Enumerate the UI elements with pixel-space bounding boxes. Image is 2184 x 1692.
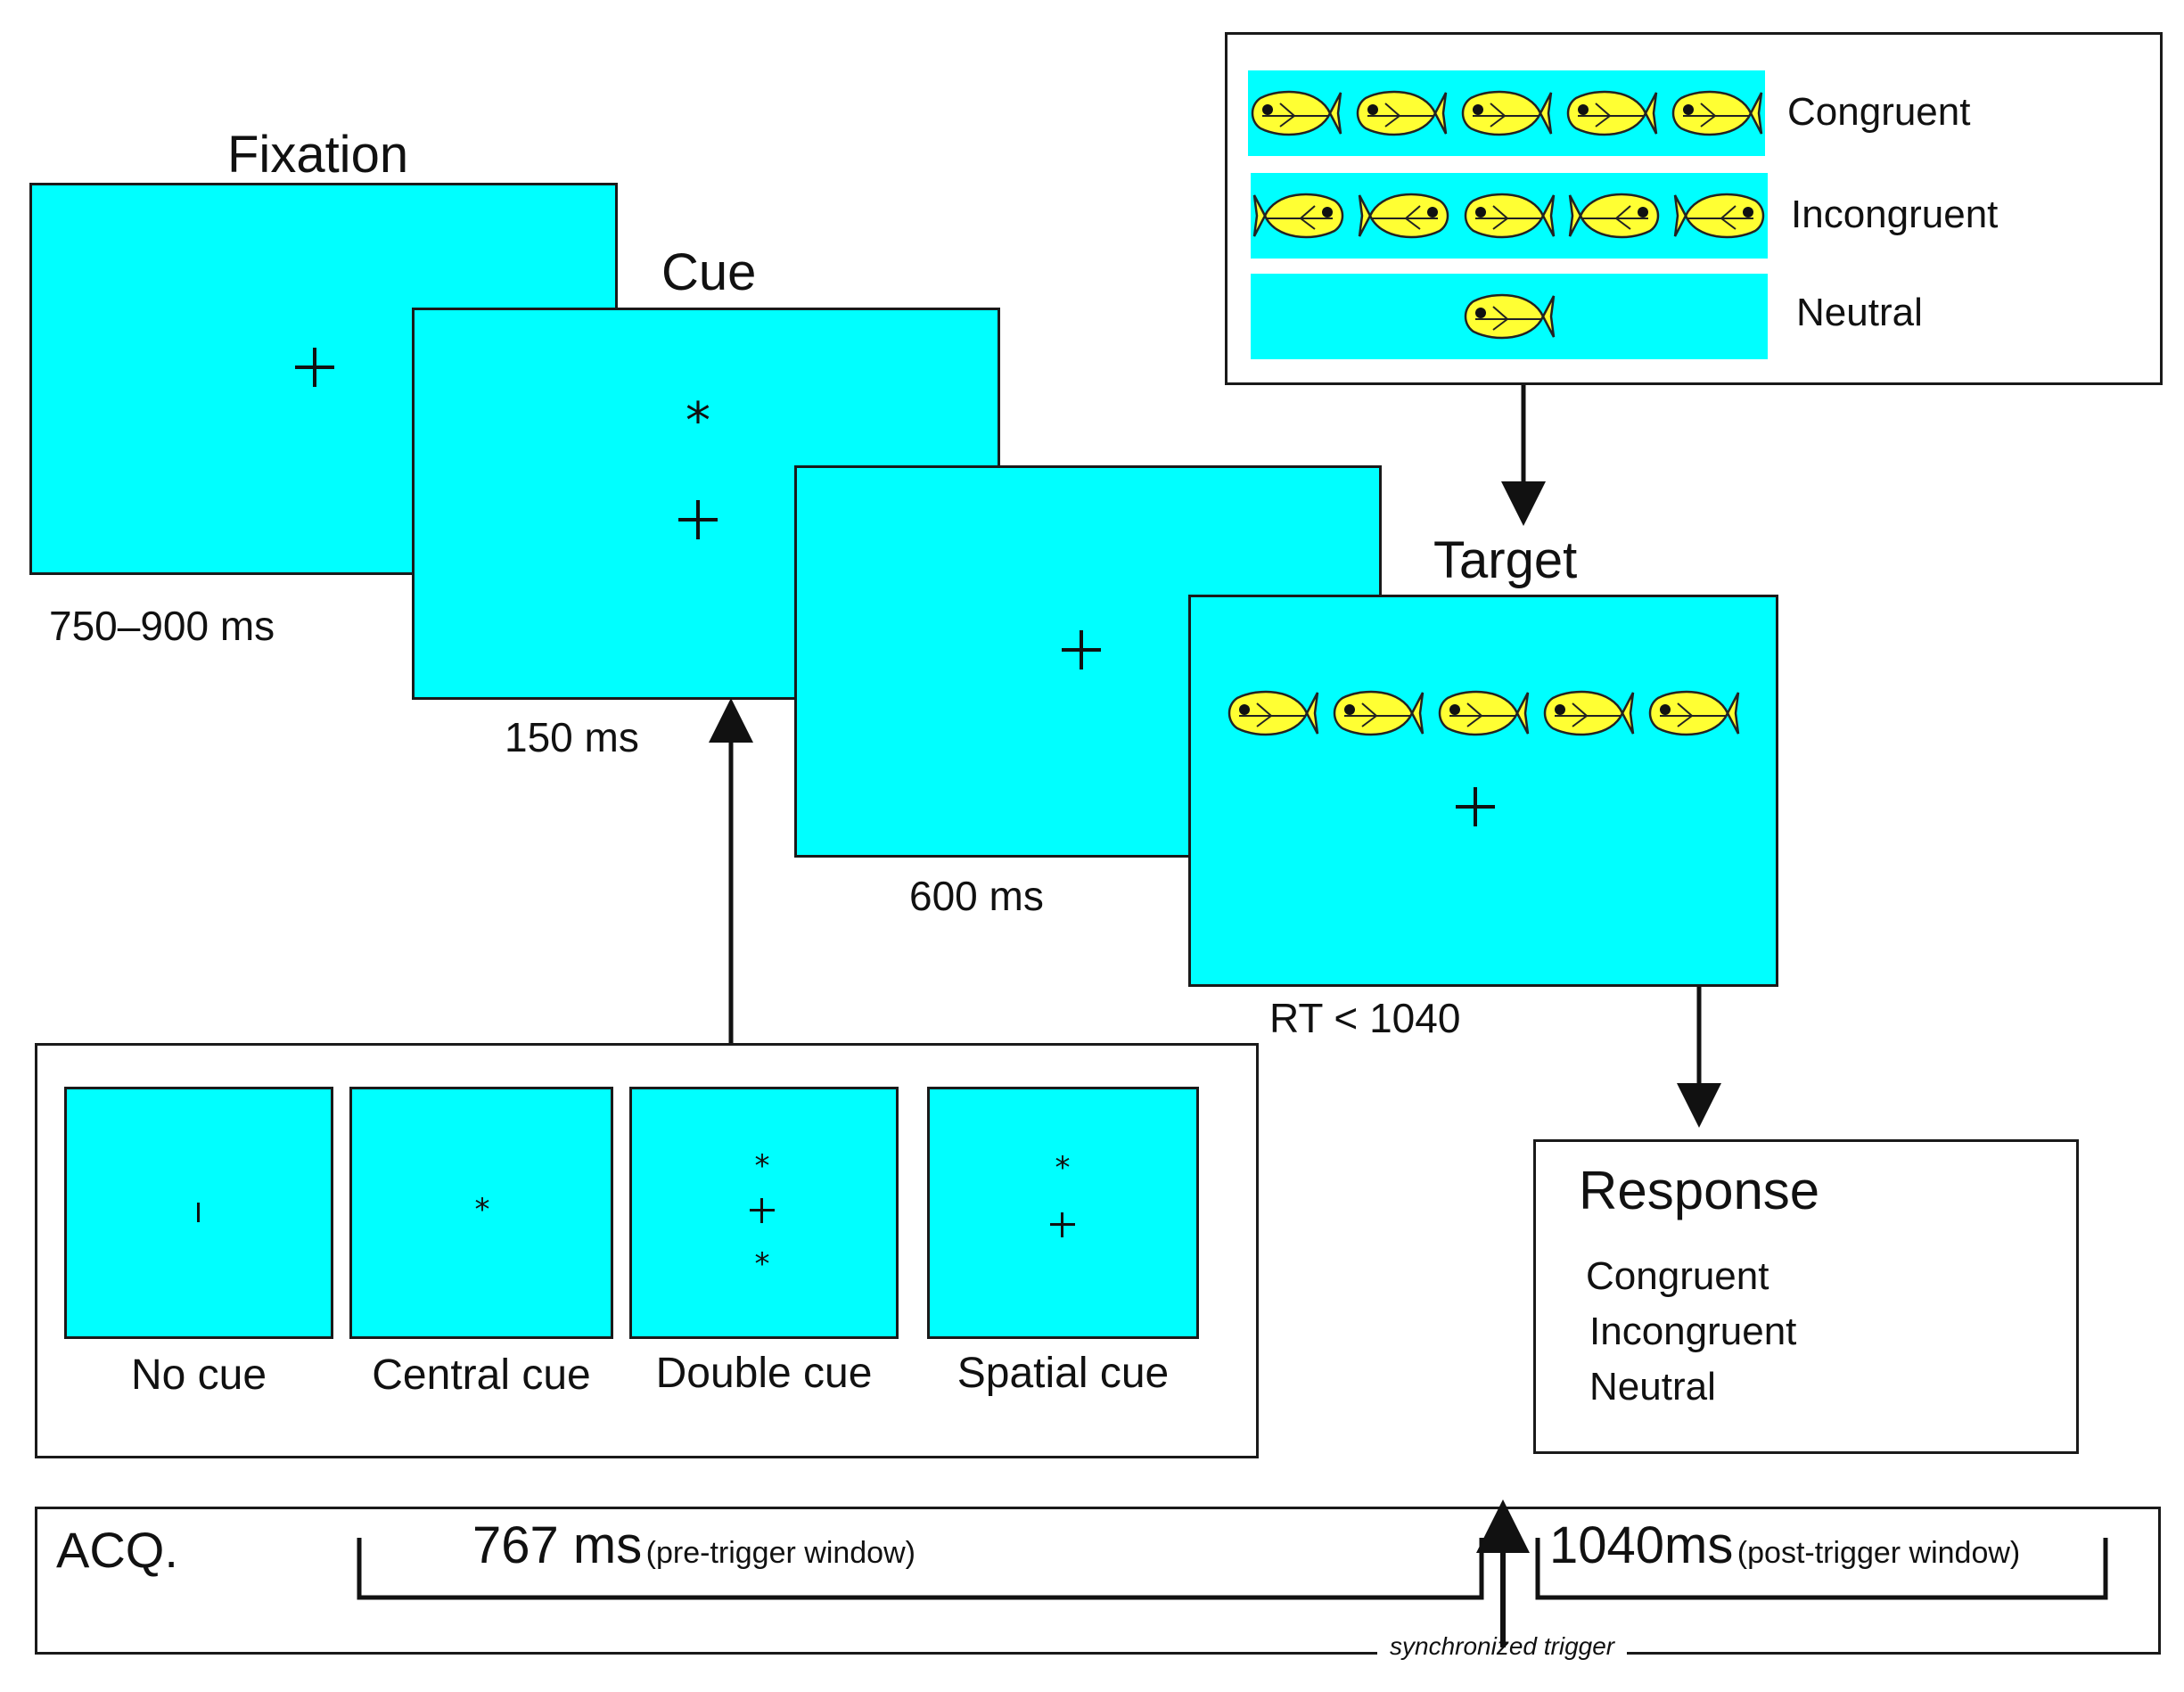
congruent-fish-strip (1248, 70, 1765, 156)
pre-trigger-window: 767 ms (pre-trigger window) (472, 1515, 915, 1575)
fish-icon (1564, 86, 1660, 141)
response-panel: Response Congruent Incongruent Neutral (1533, 1139, 2079, 1454)
fish-icon (1540, 686, 1637, 741)
response-option-incongruent: Incongruent (1589, 1310, 1797, 1353)
target-duration: RT < 1040 (1269, 995, 1461, 1041)
incongruent-fish-strip (1251, 173, 1768, 259)
fish-icon (1671, 188, 1768, 243)
central-cue-label: Central cue (372, 1351, 591, 1399)
spatial-cue-panel: * (927, 1087, 1199, 1339)
trigger-label: synchronized trigger (1377, 1632, 1628, 1661)
fish-icon (1461, 289, 1557, 344)
neutral-label: Neutral (1796, 291, 1923, 334)
cue-fixation-cross (678, 500, 718, 539)
fish-icon (1225, 686, 1321, 741)
target-title: Target (1433, 531, 1578, 589)
flanker-conditions-panel: Congruent Incongruent Neutral (1225, 32, 2163, 385)
fish-icon (1646, 686, 1742, 741)
target-fish-array (1225, 682, 1742, 744)
fish-icon (1251, 188, 1347, 243)
double-cue-top-asterisk: * (754, 1148, 770, 1184)
fish-icon (1248, 86, 1344, 141)
fixation-title: Fixation (227, 126, 409, 184)
neutral-fish-strip (1251, 274, 1768, 359)
response-title: Response (1579, 1161, 1820, 1220)
target-fixation-cross (1456, 787, 1495, 826)
fish-icon (1435, 686, 1531, 741)
cue-duration: 150 ms (505, 714, 639, 760)
cue-asterisk: * (686, 392, 710, 450)
fish-icon (1356, 188, 1452, 243)
post-trigger-note: (post-trigger window) (1737, 1536, 2021, 1570)
cue-title: Cue (661, 243, 757, 301)
interval-duration: 600 ms (909, 873, 1044, 919)
fish-icon (1330, 686, 1426, 741)
spatial-cue-label: Spatial cue (957, 1350, 1170, 1397)
response-option-neutral: Neutral (1589, 1365, 1716, 1409)
target-screen (1188, 595, 1778, 987)
fish-icon (1566, 188, 1663, 243)
spatial-cue-cross (1050, 1212, 1075, 1237)
double-cue-bottom-asterisk: * (754, 1246, 770, 1282)
interval-fixation-cross (1062, 630, 1101, 669)
incongruent-label: Incongruent (1791, 193, 1999, 236)
central-cue-panel: * (349, 1087, 613, 1339)
acquisition-label: ACQ. (56, 1522, 178, 1578)
fish-icon (1461, 188, 1557, 243)
fixation-cross (295, 348, 334, 387)
post-trigger-value: 1040ms (1549, 1516, 1734, 1574)
no-cue-panel (64, 1087, 333, 1339)
fish-icon (1458, 86, 1555, 141)
no-cue-label: No cue (130, 1351, 267, 1399)
response-options: Congruent Incongruent Neutral (1586, 1249, 1796, 1415)
fish-icon (1353, 86, 1449, 141)
fish-icon (1669, 86, 1765, 141)
pre-trigger-note: (pre-trigger window) (645, 1536, 915, 1570)
double-cue-cross (750, 1198, 775, 1223)
cue-types-panel: * * * * No cue Central cue Double cue Sp… (35, 1043, 1259, 1458)
response-option-congruent: Congruent (1586, 1254, 1769, 1298)
post-trigger-window: 1040ms (post-trigger window) (1549, 1515, 2020, 1575)
double-cue-panel: * * (629, 1087, 899, 1339)
pre-trigger-value: 767 ms (472, 1516, 643, 1574)
no-cue-mark (197, 1203, 200, 1222)
central-cue-asterisk: * (474, 1192, 490, 1228)
double-cue-label: Double cue (655, 1350, 873, 1397)
fixation-duration: 750–900 ms (49, 603, 275, 649)
congruent-label: Congruent (1787, 90, 1971, 134)
spatial-cue-asterisk: * (1055, 1150, 1071, 1186)
